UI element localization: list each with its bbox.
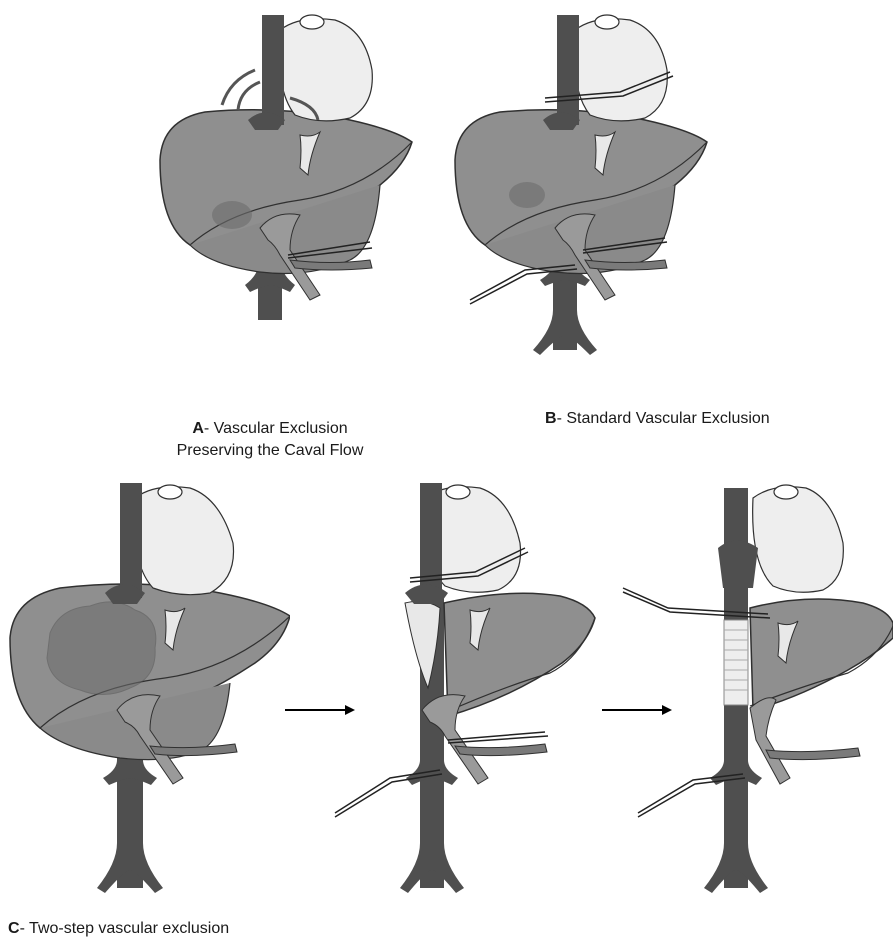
large-tumor	[47, 602, 156, 695]
heart	[753, 487, 844, 593]
superior-vena-cava	[262, 15, 284, 125]
aorta-arch	[774, 485, 798, 499]
liver-remnant	[444, 593, 595, 716]
aorta-arch	[158, 485, 182, 499]
superior-vena-cava	[557, 15, 579, 125]
caption-a-line1: A- Vascular Exclusion	[150, 418, 390, 440]
tumor	[509, 182, 545, 208]
portal-vein	[750, 698, 790, 784]
caption-a-letter: A	[192, 420, 204, 437]
caption-c: C- Two-step vascular exclusion	[8, 918, 328, 940]
hepatic-veins	[718, 541, 758, 589]
caption-a: A- Vascular Exclusion Preserving the Cav…	[150, 418, 390, 462]
aorta-arch	[446, 485, 470, 499]
caption-b: B- Standard Vascular Exclusion	[545, 408, 865, 430]
caption-a-text: - Vascular Exclusion	[204, 420, 348, 437]
panel-a-illustration	[150, 10, 430, 330]
panel-c-step3-liver-diagram	[618, 478, 893, 898]
vascular-graft	[724, 620, 748, 705]
superior-vena-cava	[120, 483, 142, 598]
aorta-arch	[300, 15, 324, 29]
panel-c-step2-liver-diagram	[330, 478, 600, 898]
panel-c-step1-liver-diagram	[5, 478, 290, 898]
caption-b-letter: B	[545, 410, 557, 427]
tumor	[212, 201, 252, 229]
panel-b-liver-diagram	[445, 10, 725, 360]
panel-a-liver-diagram	[150, 10, 430, 330]
caption-a-line2: Preserving the Caval Flow	[150, 440, 390, 462]
caption-c-text: - Two-step vascular exclusion	[20, 920, 230, 937]
panel-c-step3-illustration	[618, 478, 893, 898]
heart	[279, 19, 372, 121]
heart	[574, 19, 667, 121]
aorta-arch	[595, 15, 619, 29]
panel-b-illustration	[445, 10, 725, 360]
heart	[134, 487, 233, 595]
panel-c-step1-illustration	[5, 478, 290, 898]
portal-clamp	[448, 732, 548, 743]
liver-remnant	[750, 599, 893, 710]
splenic-vein	[455, 744, 547, 756]
vessel-tape-left-2	[238, 82, 260, 110]
caption-b-text: - Standard Vascular Exclusion	[557, 410, 770, 427]
splenic-vein	[766, 748, 860, 760]
caption-c-letter: C	[8, 920, 20, 937]
panel-c-step2-illustration	[330, 478, 600, 898]
